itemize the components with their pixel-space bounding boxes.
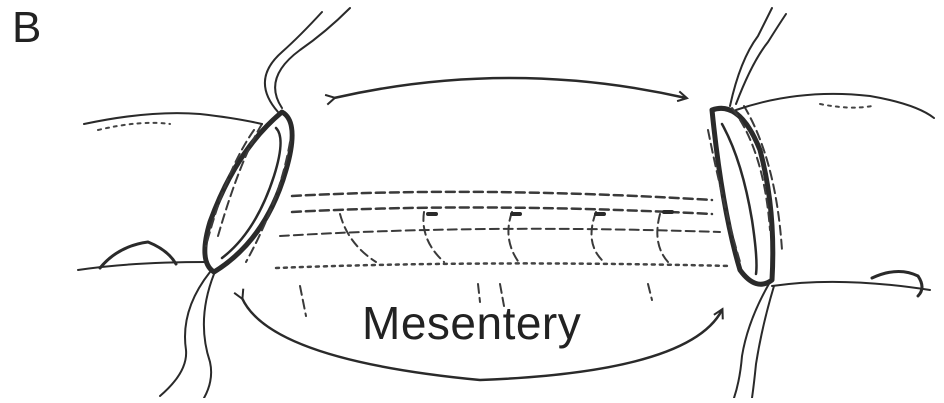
left-upper-tissue-dots bbox=[98, 123, 170, 130]
panel-label: B bbox=[12, 6, 41, 50]
left-lower-tissue bbox=[78, 262, 208, 270]
right-suture-top bbox=[730, 8, 786, 106]
left-bowel-stump bbox=[205, 112, 292, 272]
right-upper-tissue bbox=[736, 94, 934, 118]
right-bowel-stump bbox=[708, 106, 782, 284]
left-suture-bottom bbox=[160, 272, 214, 398]
right-lower-tissue bbox=[772, 282, 930, 290]
left-upper-tissue bbox=[84, 113, 262, 124]
right-suture-bottom bbox=[734, 282, 774, 398]
top-double-arrow bbox=[334, 78, 686, 98]
right-upper-tissue-dots bbox=[820, 104, 872, 108]
mesentery-label: Mesentery bbox=[362, 300, 581, 346]
